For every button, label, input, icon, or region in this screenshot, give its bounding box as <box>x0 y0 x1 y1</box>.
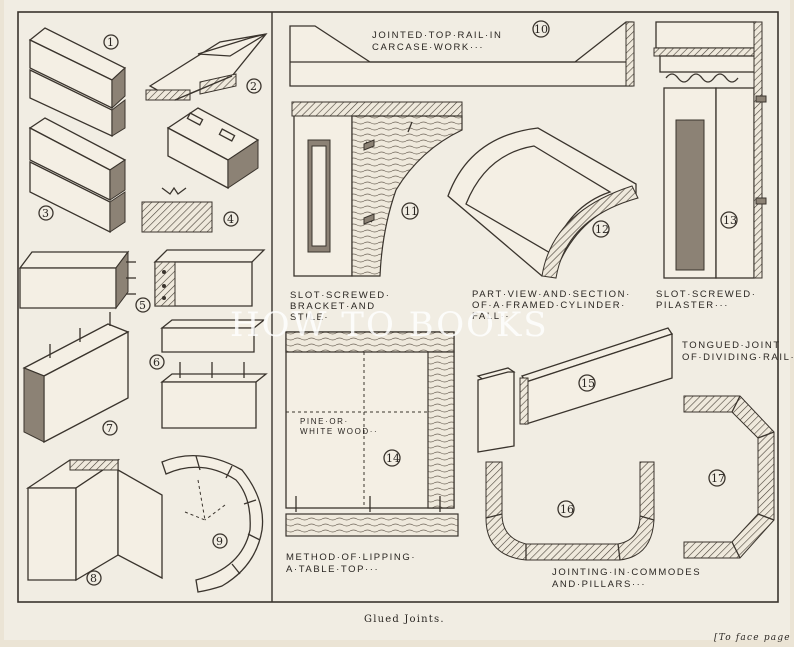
figure-number: 9 <box>216 535 223 548</box>
label-commodes: JOINTING·IN·COMMODES <box>552 567 701 578</box>
label-cylinder: FALL·· <box>472 311 510 322</box>
figure-number: 8 <box>90 572 97 585</box>
figure-6-dowel-joint <box>160 319 268 429</box>
figure-number: 17 <box>711 472 725 485</box>
figure-11-bracket-stile <box>291 101 463 277</box>
figure-number: 13 <box>723 214 737 227</box>
label-pilaster: PILASTER··· <box>656 300 729 311</box>
label-bracket: BRACKET·AND <box>290 301 376 312</box>
label-pine: PINE·OR· <box>300 417 349 426</box>
figure-number: 10 <box>534 23 548 36</box>
figure-2-joint <box>145 33 268 101</box>
label-bracket: STILE· <box>290 312 329 323</box>
figure-number: 15 <box>581 377 595 390</box>
figure-4-joint <box>141 107 260 233</box>
watermark: HOW TO BOOKS <box>230 305 549 345</box>
figure-14-lipped-table-top <box>285 331 459 537</box>
label-top-rail: JOINTED·TOP·RAIL·IN <box>372 30 503 41</box>
figure-1-joint <box>28 27 127 138</box>
figure-number: 1 <box>107 36 114 49</box>
figure-16-commode-joint <box>485 461 655 561</box>
label-commodes: AND·PILLARS··· <box>552 579 646 590</box>
figure-number: 12 <box>595 223 609 236</box>
figure-3-joint <box>28 117 127 234</box>
figure-17-pillar-joint <box>683 395 775 559</box>
label-lipping: METHOD·OF·LIPPING· <box>286 552 416 563</box>
figure-12-cylinder-fall <box>447 127 639 279</box>
figure-number: 3 <box>42 207 49 220</box>
label-bracket: SLOT·SCREWED· <box>290 290 391 301</box>
label-cylinder: PART·VIEW·AND·SECTION· <box>472 289 631 300</box>
figure-number: 6 <box>153 356 160 369</box>
figure-number: 4 <box>227 213 234 226</box>
label-lipping: A·TABLE·TOP··· <box>286 564 379 575</box>
figure-8-angle-joint <box>25 458 163 582</box>
figure-number: 14 <box>386 452 400 465</box>
figure-15-tongued-rail <box>476 327 674 453</box>
figure-number: 2 <box>250 80 257 93</box>
label-tongued: OF·DIVIDING·RAIL·· <box>682 352 794 363</box>
plate-frame <box>17 11 779 603</box>
figure-number: 7 <box>106 422 113 435</box>
plate-caption: Glued Joints. <box>364 614 445 625</box>
label-pine: WHITE WOOD·· <box>300 427 378 436</box>
label-cylinder: OF·A·FRAMED·CYLINDER· <box>472 300 626 311</box>
figure-number: 11 <box>404 205 418 218</box>
figure-13-pilaster <box>653 21 767 279</box>
figure-10-top-rail <box>289 21 635 87</box>
figure-9-curved-segments <box>161 454 264 593</box>
label-tongued: TONGUED·JOINT <box>682 340 781 351</box>
figure-number: 5 <box>139 299 146 312</box>
figure-number: 16 <box>560 503 574 516</box>
label-pilaster: SLOT·SCREWED· <box>656 289 757 300</box>
figure-5-dowel-joint <box>18 249 266 310</box>
figure-7-dowel-joint <box>22 312 130 444</box>
label-top-rail: CARCASE·WORK··· <box>372 42 484 53</box>
page-note: [To face page 37. <box>714 633 794 643</box>
